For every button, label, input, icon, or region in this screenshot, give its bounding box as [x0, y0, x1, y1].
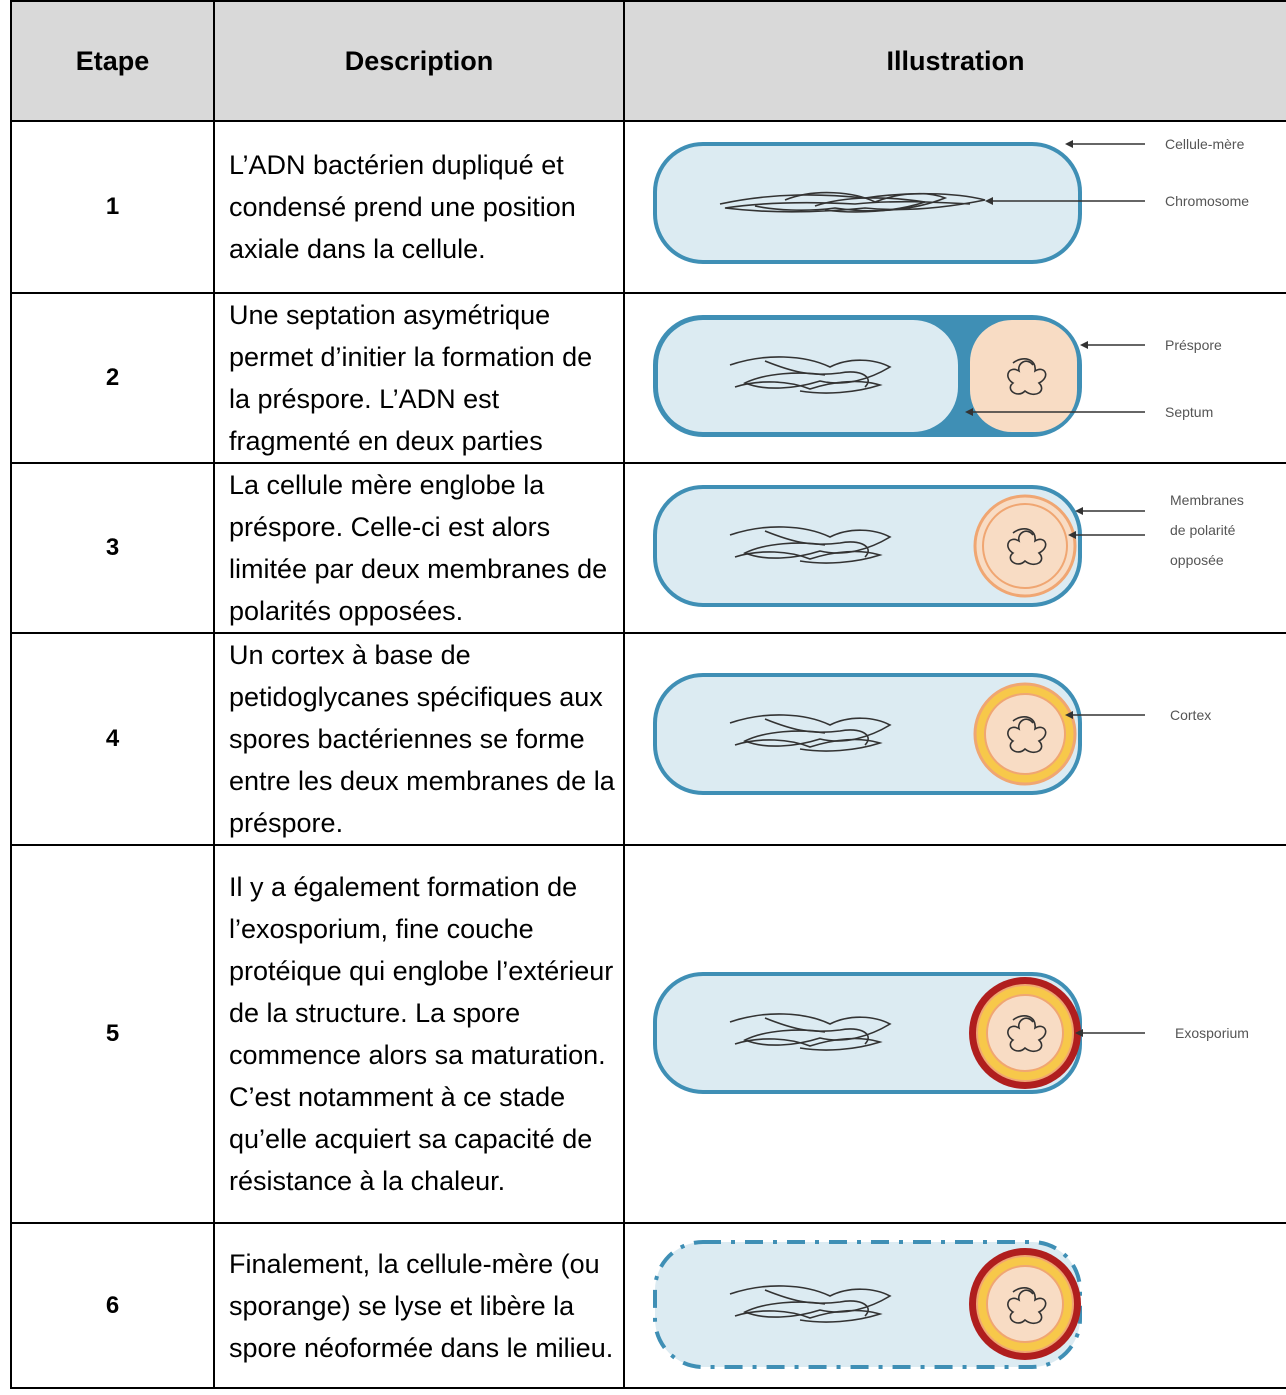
step-number: 3: [10, 462, 215, 634]
chromosome-icon: [729, 1285, 892, 1323]
step-illustration: Exosporium: [623, 844, 1286, 1224]
step-description: Une septation asymétrique permet d’initi…: [213, 292, 625, 464]
step-description: Un cortex à base de petidoglycanes spéci…: [213, 632, 625, 846]
chromosome-icon: [729, 526, 892, 564]
step-description: Il y a également formation de l’exospori…: [213, 844, 625, 1224]
header-step: Etape: [10, 0, 215, 122]
label-opposee: opposée: [1170, 552, 1224, 568]
prespore-dna-icon: [1007, 1015, 1047, 1053]
step-number: 5: [10, 844, 215, 1224]
label-cortex: Cortex: [1170, 707, 1211, 723]
table-row: 2 Une septation asymétrique permet d’ini…: [10, 292, 1286, 464]
header-description: Description: [213, 0, 625, 122]
label-de-polarite: de polarité: [1170, 522, 1236, 538]
label-exosporium: Exosporium: [1175, 1025, 1249, 1041]
header-illustration: Illustration: [623, 0, 1286, 122]
step-description: L’ADN bactérien dupliqué et condensé pre…: [213, 120, 625, 294]
table-row: 5 Il y a également formation de l’exospo…: [10, 844, 1286, 1224]
prespore-dna-icon: [1007, 1287, 1047, 1325]
label-chromosome: Chromosome: [1165, 193, 1249, 209]
step-illustration: [623, 1222, 1286, 1389]
step-number: 4: [10, 632, 215, 846]
label-membranes: Membranes: [1170, 492, 1244, 508]
chromosome-icon: [729, 1013, 892, 1051]
table-row: 4 Un cortex à base de petidoglycanes spé…: [10, 632, 1286, 846]
step-number: 1: [10, 120, 215, 294]
step-illustration: Membranes de polarité opposée: [623, 462, 1286, 634]
header-row: Etape Description Illustration: [10, 0, 1286, 122]
step-number: 2: [10, 292, 215, 464]
step-illustration: Cellule-mère Chromosome: [623, 120, 1286, 294]
label-cellule-mere: Cellule-mère: [1165, 136, 1245, 152]
sporulation-table: Etape Description Illustration 1 L’ADN b…: [10, 0, 1286, 1389]
chromosome-icon: [729, 714, 892, 752]
step-number: 6: [10, 1222, 215, 1389]
label-prespore: Préspore: [1165, 337, 1222, 353]
chromosome-icon: [719, 191, 986, 213]
prespore-dna-icon: [1007, 358, 1047, 396]
step-description: La cellule mère englobe la préspore. Cel…: [213, 462, 625, 634]
table-row: 1 L’ADN bactérien dupliqué et condensé p…: [10, 120, 1286, 294]
prespore-dna-icon: [1007, 528, 1047, 566]
step-illustration: Préspore Septum: [623, 292, 1286, 464]
step-description: Finalement, la cellule-mère (ou sporange…: [213, 1222, 625, 1389]
table-row: 3 La cellule mère englobe la préspore. C…: [10, 462, 1286, 634]
table-row: 6 Finalement, la cellule-mère (ou sporan…: [10, 1222, 1286, 1389]
step-illustration: Cortex: [623, 632, 1286, 846]
label-septum: Septum: [1165, 404, 1213, 420]
prespore-dna-icon: [1007, 716, 1047, 754]
chromosome-icon: [729, 356, 892, 394]
